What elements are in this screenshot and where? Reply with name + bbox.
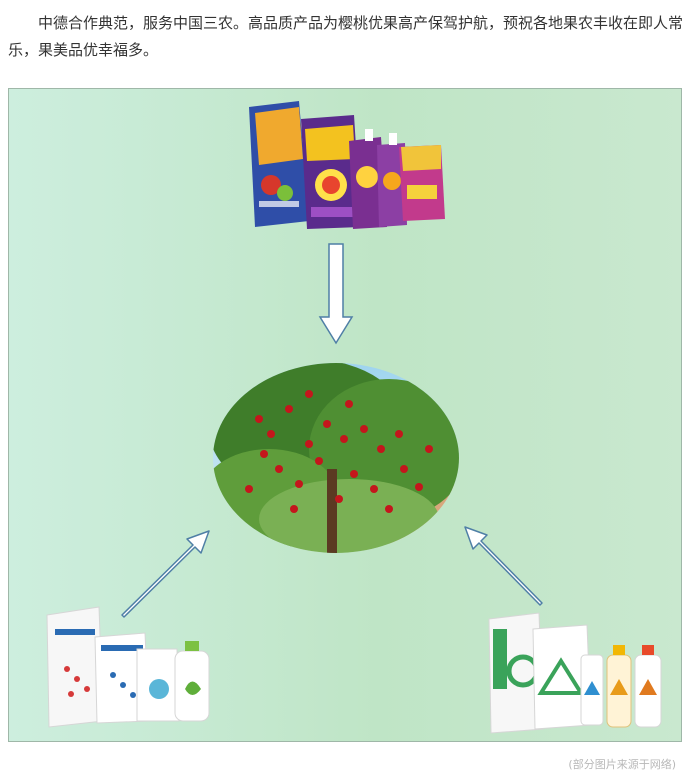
arrow-down — [318, 243, 354, 345]
arrow-up-right — [121, 530, 210, 618]
pouch-products — [349, 129, 445, 229]
image-source-caption: (部分图片来源于网络) — [568, 758, 676, 771]
intro-paragraph: 中德合作典范，服务中国三农。高品质产品为樱桃优果高产保驾护航，预祝各地果农丰收在… — [8, 14, 684, 59]
bottom-left-product-group — [46, 606, 210, 728]
cherry-tree-photo — [213, 363, 459, 553]
top-product-group — [249, 101, 445, 229]
infographic-panel — [8, 88, 682, 742]
bottom-right-product-group — [488, 612, 662, 734]
blue-fertilizer-bag — [249, 101, 309, 227]
purple-fertilizer-bag — [301, 115, 361, 229]
arrow-up-left — [464, 526, 543, 606]
infographic-art — [46, 101, 662, 734]
